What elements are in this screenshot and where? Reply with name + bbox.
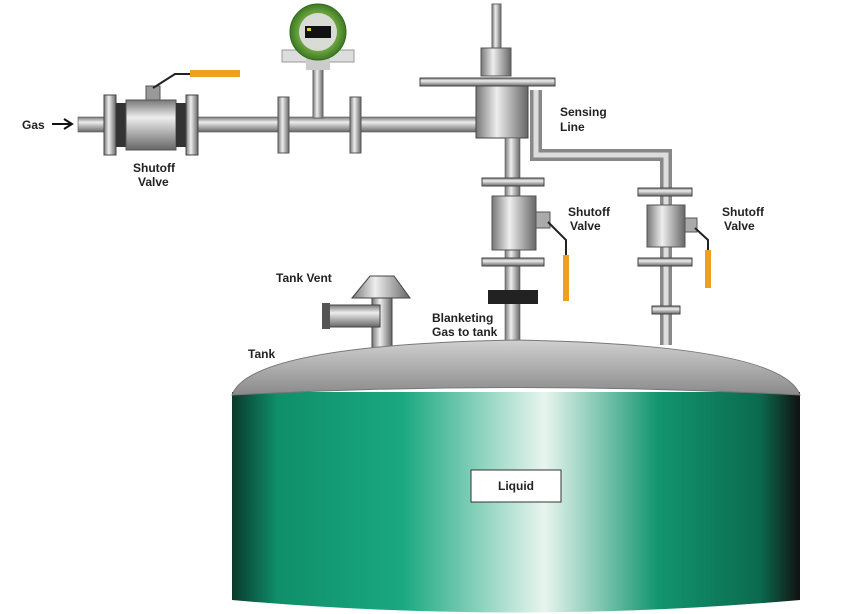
center-valve-label-1: Shutoff: [568, 205, 611, 219]
gas-flow-arrow-icon: [52, 118, 74, 130]
right-shutoff-valve[interactable]: [637, 187, 711, 315]
left-shutoff-valve[interactable]: [103, 70, 240, 156]
tank-vent: [322, 275, 411, 349]
meter-display: [305, 26, 331, 38]
pressure-regulator[interactable]: [419, 3, 556, 139]
tank-vent-label: Tank Vent: [276, 271, 332, 285]
blanketing-label-1: Blanketing: [432, 311, 493, 325]
sensing-line-label-1: Sensing: [560, 105, 607, 119]
gas-label: Gas: [22, 118, 45, 132]
flow-meter[interactable]: [277, 3, 362, 154]
right-valve-label-1: Shutoff: [722, 205, 765, 219]
sensing-line-label-2: Line: [560, 120, 585, 134]
blanketing-label-2: Gas to tank: [432, 325, 498, 339]
liquid-label-box: [470, 469, 562, 503]
liquid-label: Liquid: [498, 479, 534, 493]
tank-label: Tank: [248, 347, 275, 361]
left-valve-label-2: Valve: [138, 175, 169, 189]
left-valve-label-1: Shutoff: [133, 161, 176, 175]
center-shutoff-valve[interactable]: [481, 177, 569, 304]
center-valve-label-2: Valve: [570, 219, 601, 233]
right-valve-label-2: Valve: [724, 219, 755, 233]
